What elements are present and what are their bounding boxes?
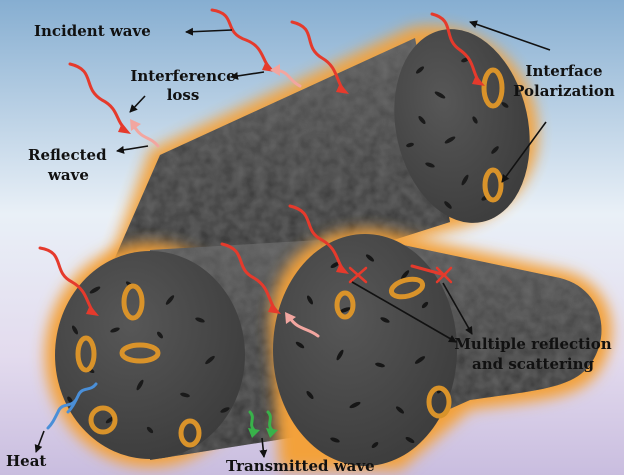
- transmitted-wave-label: Transmitted wave: [226, 457, 375, 475]
- interface-polarization-label-line1: Interface: [506, 62, 622, 80]
- reflected-wave-label-line1: Reflected: [28, 146, 107, 164]
- incident-wave-label: Incident wave: [34, 22, 151, 40]
- heat-label: Heat: [6, 452, 46, 470]
- interference-loss-label-line1: Interference: [120, 67, 246, 85]
- interference-loss-label-line2: loss: [120, 86, 246, 104]
- interface-polarization-label-line2: Polarization: [506, 82, 622, 100]
- multiple-reflection-label-line1: Multiple reflection: [444, 335, 622, 353]
- multiple-reflection-label-line2: and scattering: [444, 355, 622, 373]
- reflected-wave-label-line2: wave: [48, 166, 89, 184]
